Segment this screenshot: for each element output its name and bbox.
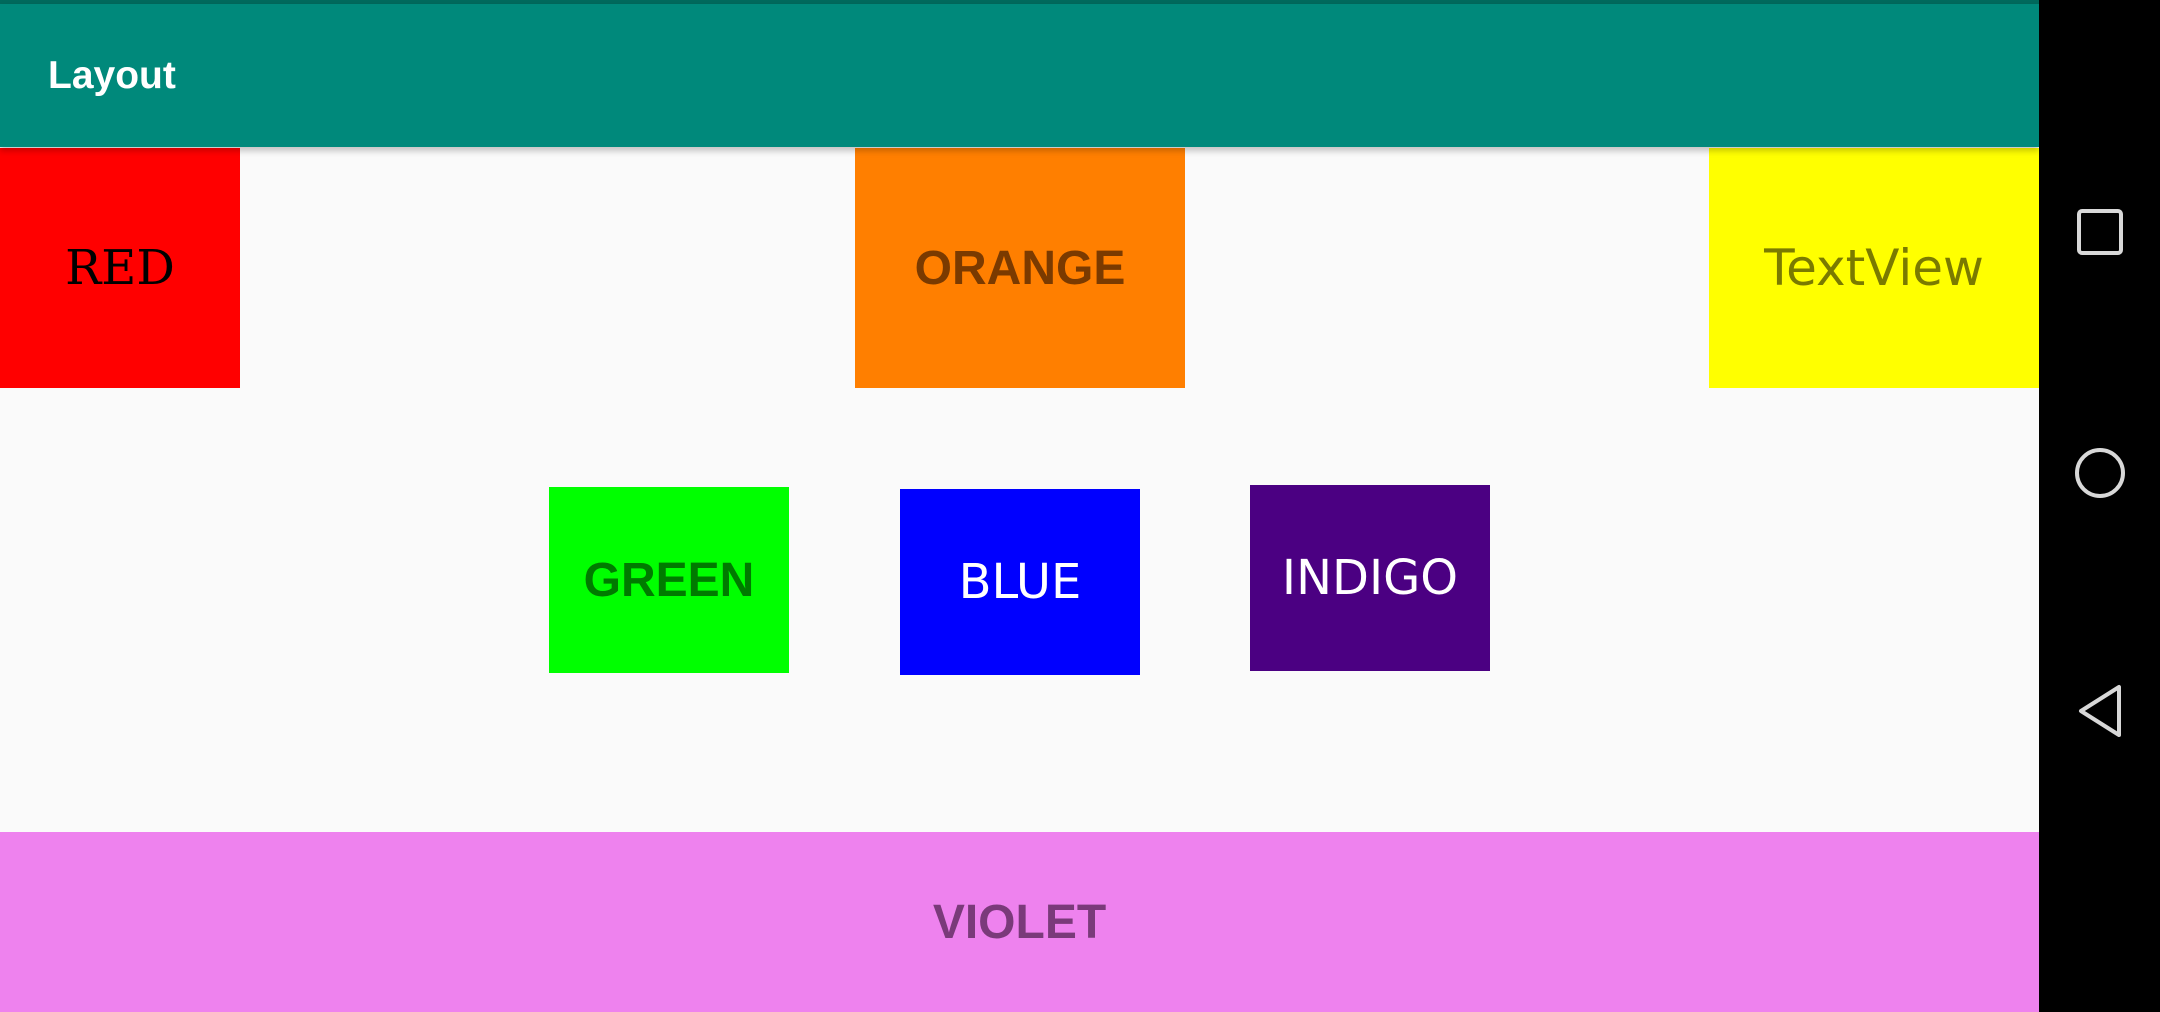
red-block: RED <box>0 148 240 388</box>
yellow-textview-block: TextView <box>1709 148 2039 388</box>
app-window: Layout RED ORANGE TextView GREEN BLUE IN… <box>0 0 2039 1012</box>
home-icon <box>2074 447 2125 498</box>
orange-label: ORANGE <box>914 241 1126 295</box>
indigo-block: INDIGO <box>1250 485 1490 671</box>
violet-label: VIOLET <box>932 895 1107 949</box>
green-label: GREEN <box>583 553 755 607</box>
app-bar: Layout <box>0 4 2039 147</box>
recents-icon <box>2076 208 2123 255</box>
back-button[interactable] <box>2039 650 2160 771</box>
green-block: GREEN <box>549 487 789 673</box>
blue-label: BLUE <box>958 554 1082 610</box>
home-button[interactable] <box>2039 412 2160 533</box>
system-navigation-bar <box>2039 0 2160 1012</box>
textview-label: TextView <box>1764 239 1984 297</box>
indigo-label: INDIGO <box>1281 550 1459 606</box>
recents-button[interactable] <box>2039 171 2160 292</box>
status-bar-strip <box>0 0 2039 4</box>
app-bar-title: Layout <box>48 54 176 97</box>
orange-block: ORANGE <box>855 148 1185 388</box>
red-label: RED <box>65 240 175 296</box>
blue-block: BLUE <box>900 489 1140 675</box>
back-icon <box>2078 684 2121 737</box>
violet-block: VIOLET <box>0 832 2039 1012</box>
